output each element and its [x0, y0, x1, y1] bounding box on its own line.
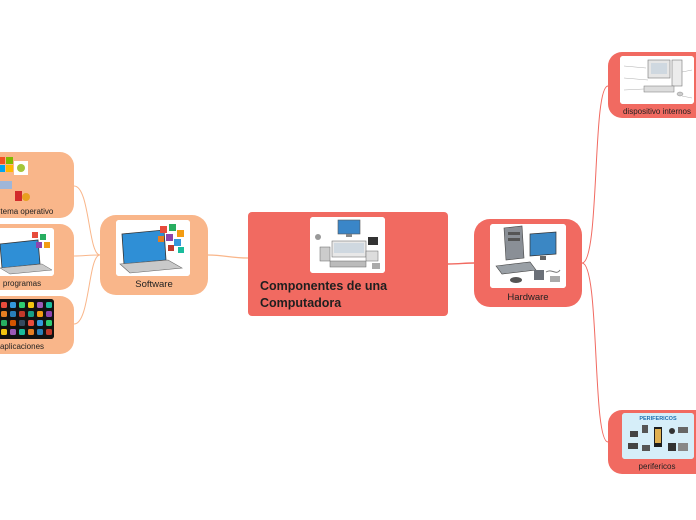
internal-devices-image	[620, 56, 694, 104]
link-central-software	[207, 254, 249, 259]
hardware-label: Hardware	[507, 292, 549, 303]
central-topic[interactable]: Componentes de una Computadora	[248, 212, 448, 316]
branch-hardware[interactable]: Hardware	[474, 219, 582, 307]
hardware-image	[490, 224, 566, 288]
os-logos-image	[0, 155, 30, 203]
node-perifericos[interactable]: PERIFERICOS perifericos	[608, 410, 696, 474]
computer-components-image	[310, 217, 385, 273]
link-software-so	[73, 185, 101, 256]
app-icons-grid-image	[0, 299, 54, 339]
software-label: Software	[135, 279, 173, 290]
laptop-apps-image	[116, 220, 190, 276]
node-aplicaciones[interactable]: aplicaciones	[0, 296, 74, 354]
link-software-aplicaciones	[73, 254, 101, 325]
perifericos-label: perifericos	[638, 462, 676, 471]
sistema-operativo-label: sistema operativo	[0, 207, 54, 216]
node-dispositivo-internos[interactable]: dispositivo internos	[608, 52, 696, 118]
programs-image	[0, 228, 54, 276]
perifericos-banner-text: PERIFERICOS	[639, 416, 677, 422]
programas-label: programas	[2, 279, 42, 288]
branch-software[interactable]: Software	[100, 215, 208, 295]
link-hardware-internos	[581, 85, 609, 264]
link-hardware-perifericos	[581, 262, 609, 443]
node-programas[interactable]: programas	[0, 224, 74, 290]
link-central-hardware	[447, 262, 475, 265]
peripherals-image: PERIFERICOS	[622, 413, 694, 459]
dispositivo-internos-label: dispositivo internos	[622, 107, 692, 116]
link-software-programas	[73, 254, 101, 257]
aplicaciones-label: aplicaciones	[0, 342, 45, 351]
central-title: Componentes de una Computadora	[260, 279, 388, 310]
node-sistema-operativo[interactable]: sistema operativo	[0, 152, 74, 218]
